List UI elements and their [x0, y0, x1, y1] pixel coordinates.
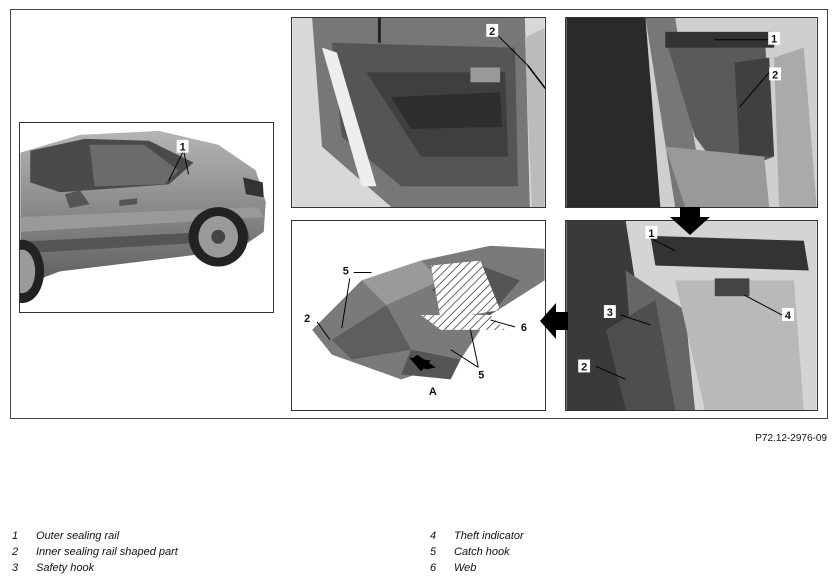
legend-number: 4	[430, 530, 437, 542]
door-illustration: 2	[292, 18, 545, 207]
callout-1: 1	[180, 142, 186, 154]
legend-number: 6	[430, 562, 437, 574]
callout-6: 6	[521, 322, 527, 334]
legend-right: 4 Theft indicator 5 Catch hook 6 Web	[430, 528, 524, 576]
callout-1: 1	[648, 228, 654, 240]
legend-item: 5 Catch hook	[430, 544, 524, 560]
legend-number: 5	[430, 546, 437, 558]
legend-number: 3	[12, 562, 19, 574]
callout-5: 5	[343, 265, 349, 277]
callout-4: 4	[785, 310, 791, 322]
legend-item: 3 Safety hook	[12, 560, 178, 576]
legend-label: Inner sealing rail shaped part	[36, 546, 178, 558]
arrow-left-icon	[540, 303, 568, 339]
shaped-part-illustration: 5 2 6 5 A	[292, 221, 545, 410]
figure-code: P72.12-2976-09	[755, 433, 827, 444]
legend-item: 2 Inner sealing rail shaped part	[12, 544, 178, 560]
car-overview-panel: 1	[19, 122, 274, 313]
arrow-down-icon	[670, 207, 710, 235]
legend-left: 1 Outer sealing rail 2 Inner sealing rail …	[12, 528, 178, 576]
legend-label: Outer sealing rail	[36, 530, 120, 542]
callout-3: 3	[607, 307, 613, 319]
legend-label: Catch hook	[454, 546, 510, 558]
callout-2: 2	[304, 313, 310, 325]
sealing-rail-top-illustration: 1 2	[566, 18, 817, 207]
legend-number: 2	[12, 546, 19, 558]
legend-label: Web	[454, 562, 477, 574]
detail-bottom-panel: 1 3 4 2	[565, 220, 818, 411]
sealing-rail-bottom-illustration: 1 3 4 2	[566, 221, 817, 410]
legend-item: 6 Web	[430, 560, 524, 576]
door-panel: 2	[291, 17, 546, 208]
legend-item: 1 Outer sealing rail	[12, 528, 178, 544]
callout-A: A	[429, 386, 437, 398]
callout-2: 2	[581, 361, 587, 373]
callout-1: 1	[771, 34, 777, 46]
legend-number: 1	[12, 530, 19, 542]
callout-5: 5	[478, 369, 484, 381]
legend-label: Safety hook	[36, 562, 95, 574]
detail-top-panel: 1 2	[565, 17, 818, 208]
car-illustration: 1	[20, 130, 266, 304]
detail-part-panel: 5 2 6 5 A	[291, 220, 546, 411]
callout-2: 2	[772, 69, 778, 81]
callout-2: 2	[489, 26, 495, 38]
legend-item: 4 Theft indicator	[430, 528, 524, 544]
legend-label: Theft indicator	[454, 530, 524, 542]
